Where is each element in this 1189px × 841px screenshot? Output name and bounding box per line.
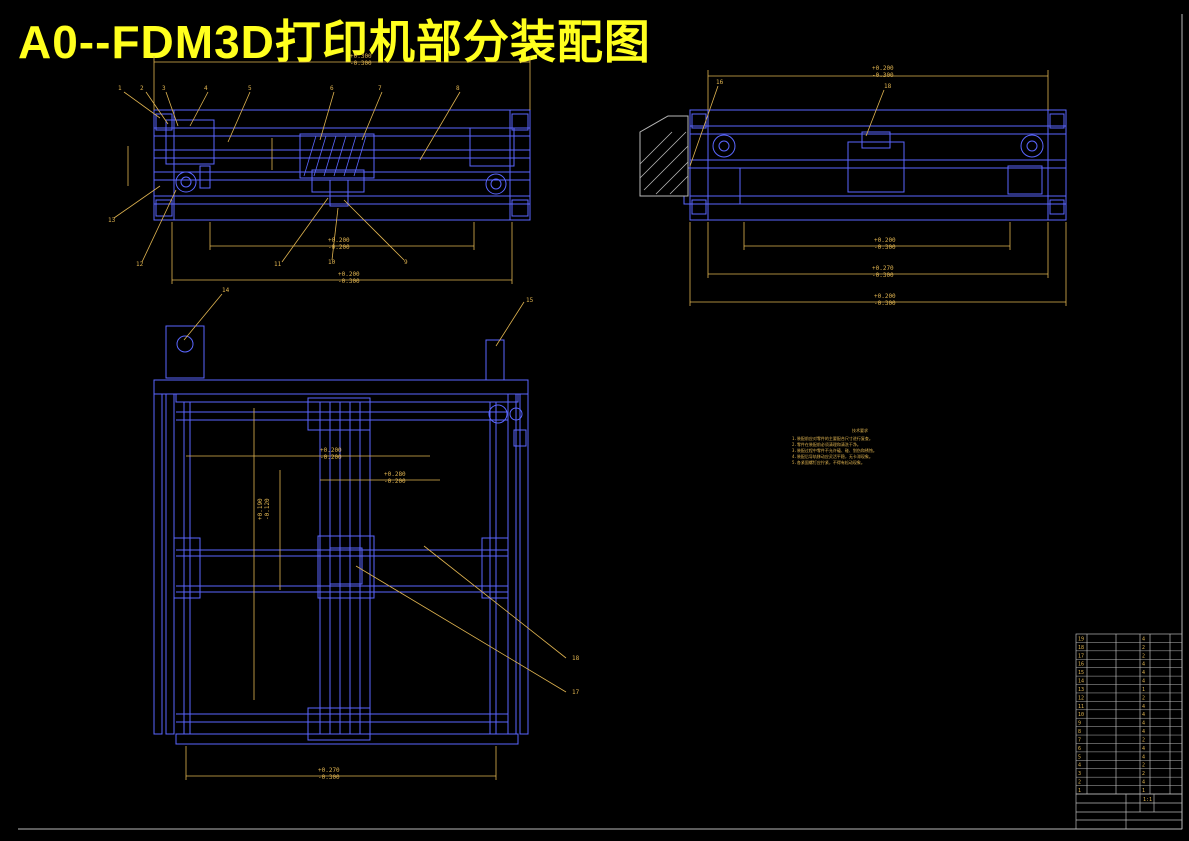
bom-cell: 4 <box>1142 679 1145 685</box>
plan-vertical-dimension: +0.190-0.120 <box>257 498 271 520</box>
tech-requirement-3: 3.装配过程中零件不允许磕、碰、划伤和锈蚀。 <box>792 447 877 453</box>
bom-cell: 4 <box>1142 670 1145 676</box>
bom-cell: 2 <box>1142 645 1145 651</box>
side-view-dimensions <box>689 70 1067 306</box>
callout-front-9: 9 <box>404 259 408 266</box>
front-view-leaders <box>113 91 461 263</box>
callout-front-13: 13 <box>108 217 116 224</box>
bom-cell: 9 <box>1078 721 1081 727</box>
tech-requirements-heading: 技术要求 <box>852 427 868 433</box>
side-top-dimension: +0.200-0.300 <box>872 65 894 79</box>
callout-plan-14: 14 <box>222 287 230 294</box>
bom-cell: 2 <box>1142 695 1145 701</box>
callout-plan-15: 15 <box>526 297 534 304</box>
bom-cell: 4 <box>1142 754 1145 760</box>
side-view-dimension-texts: +0.200-0.300 +0.200-0.300 +0.270-0.300 +… <box>872 65 896 307</box>
callout-side-18: 18 <box>884 83 892 90</box>
drawing-title: A0--FDM3D打印机部分装配图 <box>18 16 651 68</box>
bom-cell: 2 <box>1142 771 1145 777</box>
bom-cell: 4 <box>1142 636 1145 642</box>
callout-front-6: 6 <box>330 85 334 92</box>
plan-view <box>153 325 529 745</box>
bom-cell: 6 <box>1078 746 1081 752</box>
callout-front-2: 2 <box>140 85 144 92</box>
bom-cell: 2 <box>1142 763 1145 769</box>
callout-plan-17: 17 <box>572 689 580 696</box>
plan-view-dimension-texts: +0.200-0.200 +0.280-0.200 +0.190-0.120 +… <box>257 447 406 781</box>
callout-plan-18: 18 <box>572 655 580 662</box>
side-view <box>683 109 1067 221</box>
tech-requirements: 技术要求 1.装配前应对零件的主要配合尺寸进行复查。 2.零件在装配前必须清理和… <box>792 427 877 465</box>
callout-front-5: 5 <box>248 85 252 92</box>
bom-cell: 4 <box>1142 729 1145 735</box>
tech-requirement-1: 1.装配前应对零件的主要配合尺寸进行复查。 <box>792 435 873 441</box>
bom-cell: 5 <box>1078 754 1081 760</box>
front-view-hatch <box>303 135 367 177</box>
bom-cell: 15 <box>1078 670 1084 676</box>
front-inner-dimension: +0.200-0.200 <box>328 237 350 251</box>
title-block-scale: 1:1 <box>1143 797 1152 803</box>
tech-requirement-5: 5.各紧固螺钉应拧紧，不得有松动现象。 <box>792 459 865 465</box>
plan-inner-dimension-b: +0.280-0.200 <box>384 471 406 485</box>
side-bottom-dimension-b: +0.200-0.300 <box>874 293 896 307</box>
bom-cell: 4 <box>1142 712 1145 718</box>
bom-cell: 7 <box>1078 737 1081 743</box>
callout-numbers: 1 2 3 4 5 6 7 8 9 10 11 12 13 16 18 14 1… <box>108 79 892 696</box>
callout-front-12: 12 <box>136 261 144 268</box>
callout-front-1: 1 <box>118 85 122 92</box>
bom-cell: 1 <box>1142 687 1145 693</box>
tech-requirement-2: 2.零件在装配前必须清理和清洗干净。 <box>792 441 861 447</box>
callout-front-11: 11 <box>274 261 282 268</box>
front-view-dimensions <box>127 56 531 284</box>
bom-cell: 4 <box>1142 704 1145 710</box>
bom-table <box>1075 633 1183 795</box>
callout-front-4: 4 <box>204 85 208 92</box>
callout-front-10: 10 <box>328 259 336 266</box>
bom-cell: 18 <box>1078 645 1084 651</box>
front-view <box>153 109 531 221</box>
bom-cell: 2 <box>1078 780 1081 786</box>
bom-cell: 16 <box>1078 662 1084 668</box>
callout-front-7: 7 <box>378 85 382 92</box>
bom-cell: 13 <box>1078 687 1084 693</box>
bom-cell: 4 <box>1142 662 1145 668</box>
side-view-hatch <box>639 131 689 195</box>
plan-view-leaders <box>183 293 567 693</box>
callout-front-3: 3 <box>162 85 166 92</box>
title-block <box>1075 793 1183 830</box>
front-top-dimension: +0.300-0.300 <box>350 53 372 67</box>
bom-cell: 11 <box>1078 704 1084 710</box>
bom-cell: 17 <box>1078 653 1084 659</box>
plan-view-dimensions <box>185 408 497 780</box>
bom-cell: 4 <box>1142 721 1145 727</box>
bom-cell: 4 <box>1142 780 1145 786</box>
tech-requirement-4: 4.装配后导轨移动应灵活平稳，无卡滞现象。 <box>792 453 873 459</box>
side-bottom-dimension-a: +0.270-0.300 <box>872 265 894 279</box>
side-view-leaders <box>689 85 885 167</box>
front-view-dimension-texts: +0.300-0.300 +0.200-0.200 +0.200-0.300 <box>328 53 372 285</box>
bom-cell: 2 <box>1142 653 1145 659</box>
side-view-section <box>639 115 689 197</box>
bom-cell: 14 <box>1078 679 1084 685</box>
bom-cell: 1 <box>1142 788 1145 794</box>
bom-cell: 8 <box>1078 729 1081 735</box>
side-middle-dimension: +0.200-0.300 <box>874 237 896 251</box>
bom-cell: 19 <box>1078 636 1084 642</box>
front-bottom-dimension: +0.200-0.300 <box>338 271 360 285</box>
bom-cell: 2 <box>1142 737 1145 743</box>
bom-cell: 4 <box>1078 763 1081 769</box>
plan-inner-dimension-a: +0.200-0.200 <box>320 447 342 461</box>
callout-side-16: 16 <box>716 79 724 86</box>
bom-cell: 3 <box>1078 771 1081 777</box>
bom-cell: 1 <box>1078 788 1081 794</box>
bom-cell: 12 <box>1078 695 1084 701</box>
bom-cell: 10 <box>1078 712 1084 718</box>
plan-bottom-dimension: +0.270-0.300 <box>318 767 340 781</box>
bom-cell: 4 <box>1142 746 1145 752</box>
drawing-border <box>18 14 1183 830</box>
callout-front-8: 8 <box>456 85 460 92</box>
